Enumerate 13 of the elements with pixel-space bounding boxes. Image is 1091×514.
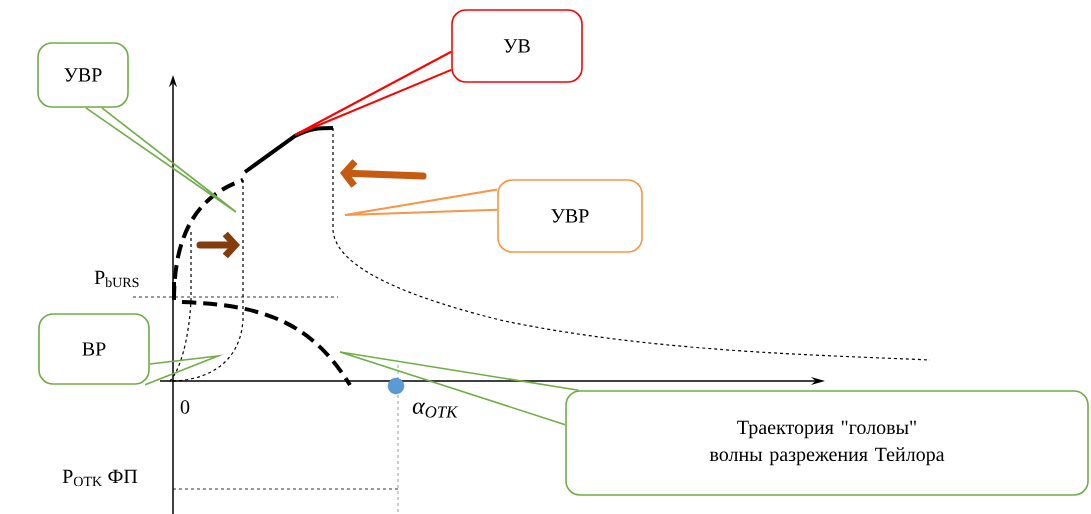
axis-label: α$_{OTK}$ (412, 402, 459, 418)
callout-box: УВ (451, 9, 583, 83)
axis-label: P$_{OTK}$ ФП (62, 469, 138, 487)
callout-box: УВР (497, 179, 643, 253)
callout-box: УВР (37, 42, 129, 108)
callout-box: ВР (38, 313, 150, 385)
leader-line (294, 50, 453, 136)
axis-label: P$_{bURS}$ (94, 270, 139, 288)
callout-box: Траектория "головы" волны разрежения Тейлора (565, 390, 1089, 496)
leader-line (144, 354, 224, 386)
leader-line (344, 188, 499, 216)
axis-label: 0 (180, 400, 190, 414)
leader-line (339, 351, 580, 426)
